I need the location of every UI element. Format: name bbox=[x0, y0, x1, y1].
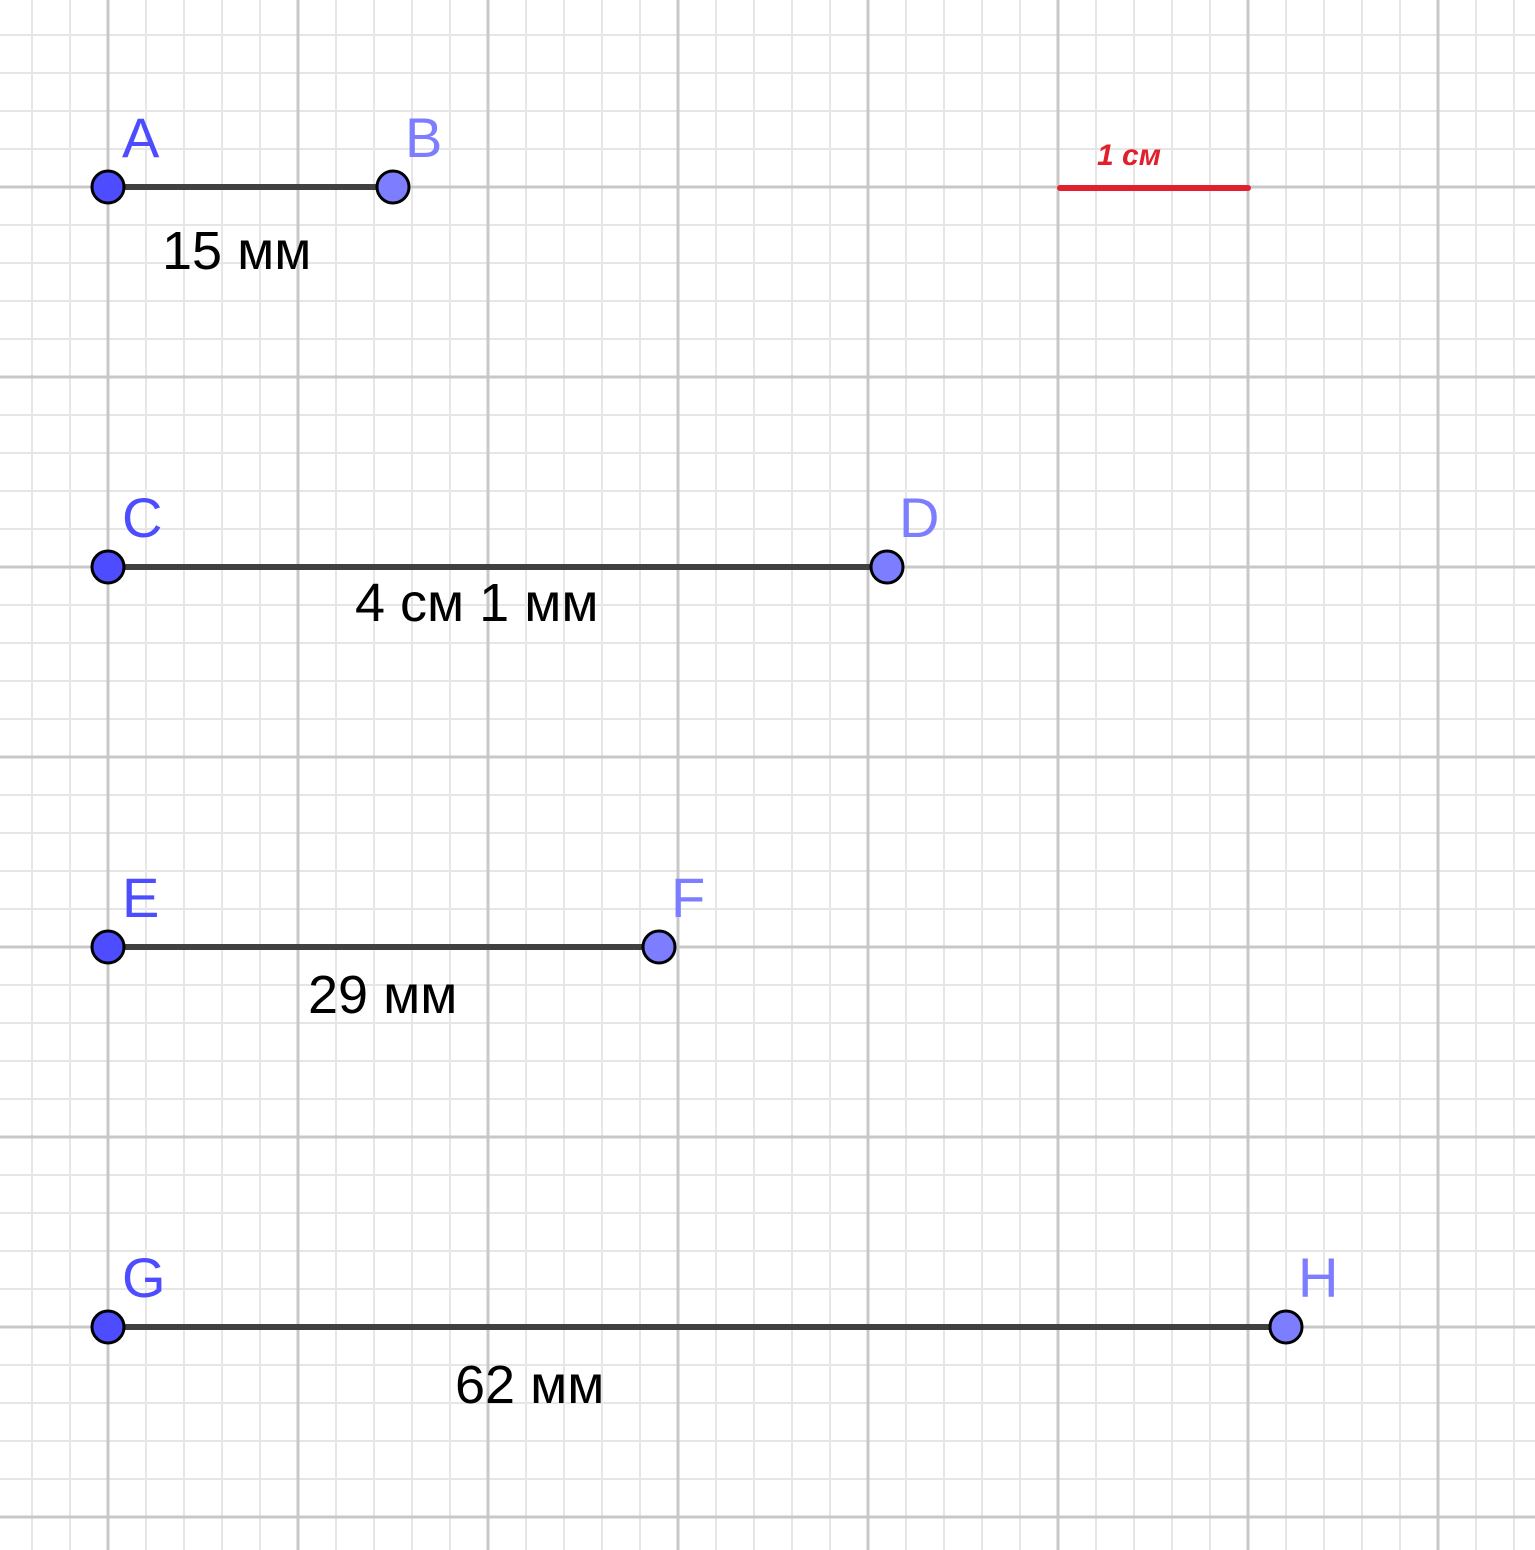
point-label-G: G bbox=[122, 1246, 166, 1309]
segment-GH[interactable]: G H 62 мм bbox=[90, 1246, 1338, 1415]
point-F[interactable] bbox=[641, 929, 677, 965]
point-label-E: E bbox=[122, 866, 159, 929]
point-label-A: A bbox=[122, 106, 160, 169]
point-H[interactable] bbox=[1268, 1309, 1304, 1345]
length-label: 62 мм bbox=[455, 1355, 604, 1415]
length-label: 29 мм bbox=[308, 965, 457, 1025]
point-label-D: D bbox=[899, 486, 939, 549]
point-label-C: C bbox=[122, 486, 162, 549]
point-label-B: B bbox=[405, 106, 442, 169]
segments: A B 15 мм C D 4 см 1 мм E F 29 мм G H 62 мм bbox=[90, 106, 1338, 1415]
length-label: 15 мм bbox=[162, 221, 311, 281]
point-label-H: H bbox=[1298, 1246, 1338, 1309]
point-E[interactable] bbox=[90, 929, 126, 965]
point-A[interactable] bbox=[90, 169, 126, 205]
point-G[interactable] bbox=[90, 1309, 126, 1345]
point-B[interactable] bbox=[375, 169, 411, 205]
point-C[interactable] bbox=[90, 549, 126, 585]
segment-AB[interactable]: A B 15 мм bbox=[90, 106, 442, 281]
segment-CD[interactable]: C D 4 см 1 мм bbox=[90, 486, 939, 633]
segment-EF[interactable]: E F 29 мм bbox=[90, 866, 705, 1025]
point-label-F: F bbox=[671, 866, 705, 929]
length-label: 4 см 1 мм bbox=[355, 573, 598, 633]
scale-bar-label: 1 см bbox=[1097, 139, 1161, 172]
scale-bar: 1 см bbox=[1057, 139, 1251, 191]
point-D[interactable] bbox=[869, 549, 905, 585]
